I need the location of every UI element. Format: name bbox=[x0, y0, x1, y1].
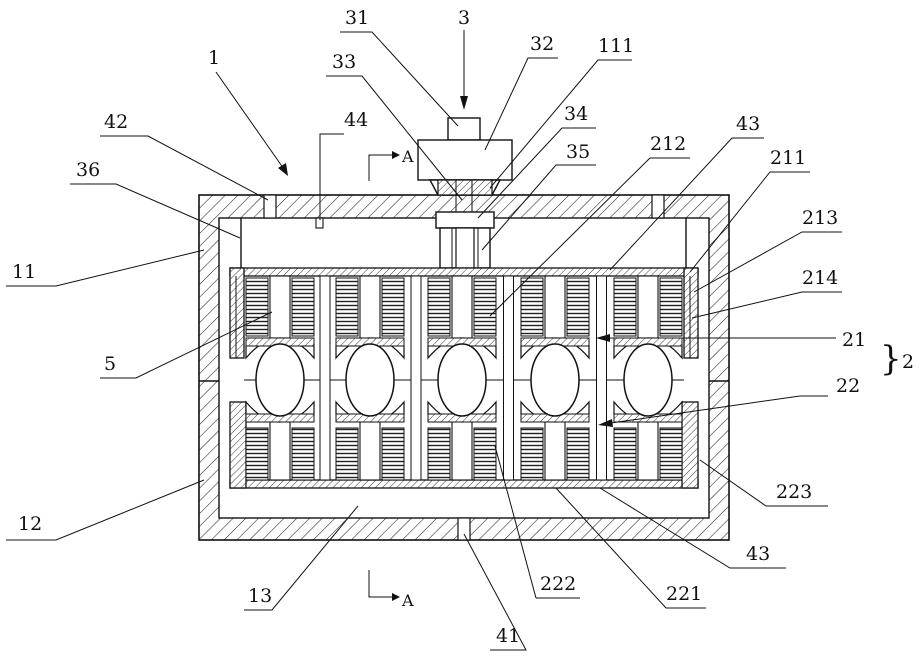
lower-pole bbox=[638, 420, 658, 480]
upper-coil-left bbox=[336, 278, 358, 336]
label-22: 22 bbox=[836, 375, 860, 397]
section-letter-bottom: A bbox=[401, 591, 414, 610]
lower-coil-right bbox=[292, 428, 314, 480]
lower-coil-left bbox=[521, 428, 543, 480]
lower-pole bbox=[545, 420, 565, 480]
label-33: 33 bbox=[332, 51, 356, 73]
upper-coil-right bbox=[292, 278, 314, 336]
section-letter-top: A bbox=[401, 147, 414, 166]
lower-coil-right bbox=[474, 428, 496, 480]
label-2: 2 bbox=[902, 351, 914, 373]
rotor-ellipse bbox=[256, 344, 304, 416]
section-mark-bottom: A bbox=[369, 570, 414, 610]
valve-cap-31 bbox=[448, 118, 480, 140]
lower-coil-left bbox=[428, 428, 450, 480]
label-36: 36 bbox=[76, 159, 100, 181]
label-34: 34 bbox=[564, 103, 588, 125]
lower-pole bbox=[270, 420, 290, 480]
pole-separator bbox=[411, 276, 421, 480]
end-block-223 bbox=[682, 402, 698, 488]
label-221: 221 bbox=[666, 583, 702, 605]
upper-pole bbox=[452, 276, 472, 338]
lower-coil-right bbox=[382, 428, 404, 480]
lower-coil-left bbox=[614, 428, 636, 480]
label-214: 214 bbox=[802, 267, 838, 289]
rotor-ellipse bbox=[624, 344, 672, 416]
rotor-ellipse bbox=[346, 344, 394, 416]
label-5: 5 bbox=[104, 353, 116, 375]
label-11: 11 bbox=[12, 261, 36, 283]
upper-coil-left bbox=[614, 278, 636, 336]
label-212: 212 bbox=[650, 133, 686, 155]
label-3: 3 bbox=[458, 7, 470, 29]
label-32: 32 bbox=[530, 33, 554, 55]
label-31: 31 bbox=[345, 7, 369, 29]
rotor-ellipse bbox=[531, 344, 579, 416]
label-44: 44 bbox=[344, 109, 368, 131]
section-mark-top: A bbox=[369, 147, 414, 181]
top-vent-right bbox=[652, 195, 664, 218]
upper-coil-left bbox=[246, 278, 268, 336]
upper-coil-right bbox=[474, 278, 496, 336]
lower-pole bbox=[360, 420, 380, 480]
upper-pole bbox=[545, 276, 565, 338]
lower-coil-left bbox=[246, 428, 268, 480]
label-12: 12 bbox=[18, 513, 42, 535]
lower-pole bbox=[452, 420, 472, 480]
lower-coil-left bbox=[336, 428, 358, 480]
upper-pole bbox=[360, 276, 380, 338]
label-111: 111 bbox=[598, 35, 634, 57]
upper-coil-right bbox=[567, 278, 589, 336]
pole-separator bbox=[597, 276, 607, 480]
label-43-bottom: 43 bbox=[746, 543, 770, 565]
pole-separator bbox=[504, 276, 514, 480]
upper-pole bbox=[270, 276, 290, 338]
upper-pole bbox=[638, 276, 658, 338]
label-211: 211 bbox=[770, 147, 806, 169]
rotor-ellipse bbox=[438, 344, 486, 416]
label-1: 1 bbox=[208, 47, 220, 69]
upper-coil-right bbox=[660, 278, 682, 336]
label-13: 13 bbox=[248, 585, 272, 607]
lower-coil-right bbox=[567, 428, 589, 480]
upper-coil-left bbox=[428, 278, 450, 336]
label-42: 42 bbox=[104, 111, 128, 133]
lower-plate-43 bbox=[230, 480, 698, 488]
group-brace: } bbox=[880, 339, 902, 379]
label-35: 35 bbox=[566, 141, 590, 163]
label-41: 41 bbox=[496, 625, 520, 647]
upper-coil-right bbox=[382, 278, 404, 336]
label-43-top: 43 bbox=[736, 113, 760, 135]
pole-separator bbox=[320, 276, 330, 480]
label-21: 21 bbox=[842, 329, 866, 351]
valve-body-32 bbox=[418, 140, 512, 180]
upper-coil-left bbox=[521, 278, 543, 336]
upper-plate-43 bbox=[230, 268, 698, 276]
label-222: 222 bbox=[540, 573, 576, 595]
valve-seat-34 bbox=[436, 212, 494, 228]
lower-coil-right bbox=[660, 428, 682, 480]
label-223: 223 bbox=[776, 481, 812, 503]
bottom-port bbox=[458, 518, 470, 540]
label-213: 213 bbox=[802, 207, 838, 229]
